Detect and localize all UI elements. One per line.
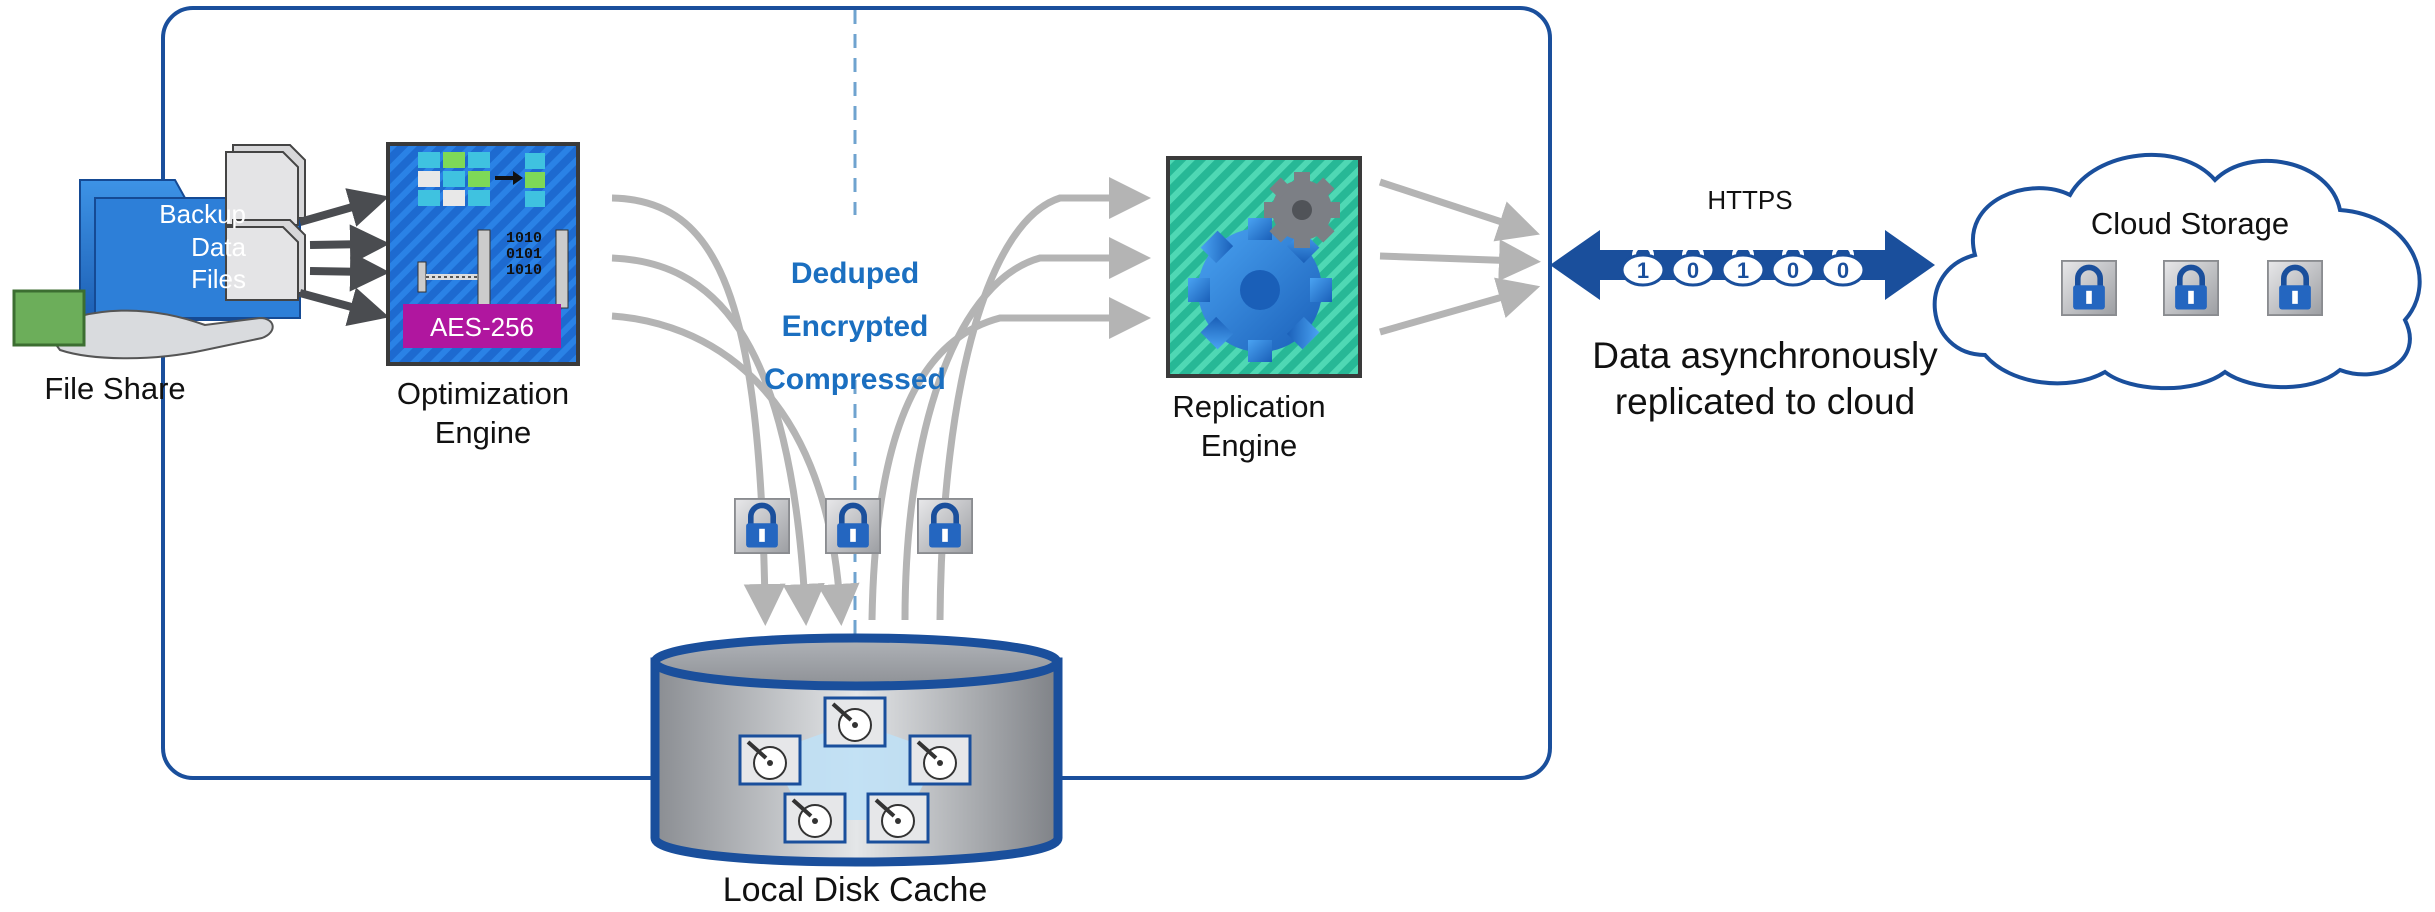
padlock-icon (735, 499, 789, 553)
description-line: Data asynchronously (1592, 335, 1938, 376)
transport-padlock-digit: 0 (1687, 258, 1699, 283)
replication-engine-caption: Replication Engine (1134, 388, 1364, 466)
local-disk-cache-caption: Local Disk Cache (722, 871, 988, 909)
folder-label: Backup Data Files (116, 198, 246, 296)
gear-icon (1188, 218, 1332, 362)
transport-padlock-icon: 0 (1820, 244, 1866, 287)
small-gear-icon (1264, 172, 1340, 248)
caption-line: Engine (1200, 427, 1298, 463)
caption-line: Replication (1172, 389, 1326, 424)
transport-padlock-digit: 0 (1837, 258, 1849, 283)
transport-padlock-icon: 0 (1670, 244, 1716, 287)
caption-line: Engine (434, 414, 532, 450)
document-stack-icon (225, 144, 306, 301)
replication-out-arrows (1378, 178, 1541, 336)
optimization-engine-caption: Optimization Engine (363, 375, 603, 453)
hard-disk-icon (823, 696, 887, 748)
state-deduped: Deduped (790, 257, 920, 290)
state-encrypted: Encrypted (781, 310, 929, 343)
hard-disk-icon (738, 734, 802, 786)
transport-padlock-icon: 1 (1720, 244, 1766, 287)
transport-padlock-icon: 1 (1620, 244, 1666, 287)
local-disk-cache (650, 633, 1063, 867)
replication-engine (1166, 156, 1362, 378)
transport-description: Data asynchronously replicated to cloud (1560, 333, 1970, 426)
file-share-caption: File Share (44, 371, 186, 406)
grid-icon (418, 152, 545, 207)
transport-padlock-digit: 1 (1637, 258, 1649, 283)
description-line: replicated to cloud (1614, 381, 1916, 423)
binary-line: 1010 (505, 261, 542, 279)
cloud-padlock-icon (2062, 261, 2116, 315)
cloud-padlock-icon (2268, 261, 2322, 315)
aes-badge-label: AES-256 (429, 312, 535, 342)
aes-badge (403, 304, 561, 348)
transport-padlock-icon: 0 (1770, 244, 1816, 287)
transport-padlock-digit: 1 (1737, 258, 1749, 283)
compress-icon (417, 229, 569, 309)
disk-icons (738, 696, 972, 844)
processing-states: Deduped Encrypted Compressed (730, 247, 980, 406)
hard-disk-icon (783, 792, 847, 844)
https-transport-arrow: 1 0 1 0 0 (1550, 230, 1935, 300)
padlock-icon (826, 499, 880, 553)
padlock-icon (918, 499, 972, 553)
cloud-padlock-icon (2164, 261, 2218, 315)
folder-label-line: Data (191, 231, 246, 262)
state-compressed: Compressed (764, 363, 946, 396)
optimization-engine (386, 142, 580, 366)
hard-disk-icon (866, 792, 930, 844)
binary-text: 1010 0101 1010 (494, 231, 554, 278)
https-label: HTTPS (1707, 185, 1793, 215)
folder-label-line: Files (191, 264, 246, 294)
folder-label-line: Backup (159, 199, 246, 229)
cloud-title: Cloud Storage (2090, 206, 2290, 241)
file-share-icon (12, 144, 306, 360)
caption-line: Optimization (396, 376, 570, 411)
transport-padlock-digit: 0 (1787, 258, 1799, 283)
binary-line: 1010 (505, 230, 542, 247)
hard-disk-icon (908, 734, 972, 786)
binary-line: 0101 (505, 245, 542, 263)
ingest-arrows (298, 188, 390, 327)
